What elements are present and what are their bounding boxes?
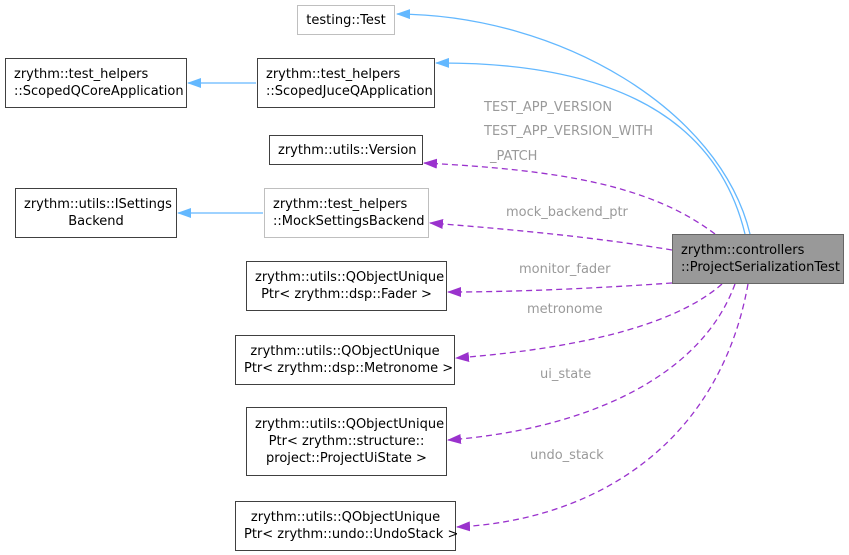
node-project-serialization-test[interactable]: zrythm::controllers ::ProjectSerializati… — [672, 234, 844, 284]
node-isettings-line-2: Backend — [68, 214, 124, 229]
edge-version — [423, 158, 716, 235]
edge-undo-stack — [456, 283, 749, 532]
node-scoped-qcore-line-2: ::ScopedQCoreApplication — [14, 84, 184, 99]
edge-psT-to-scoped-juce — [435, 57, 746, 235]
node-metronome-ptr[interactable]: zrythm::utils::QObjectUnique Ptr< zrythm… — [235, 335, 455, 385]
node-scoped-qcore-line-1: zrythm::test_helpers — [14, 67, 149, 82]
node-isettings-backend[interactable]: zrythm::utils::ISettings Backend — [15, 188, 177, 238]
node-scoped-juce-line-1: zrythm::test_helpers — [266, 67, 401, 82]
node-fader-line-2: Ptr< zrythm::dsp::Fader > — [261, 287, 432, 302]
node-mock-settings-line-2: ::MockSettingsBackend — [273, 214, 425, 229]
edge-mock-backend-ptr — [429, 219, 673, 251]
node-undo-stack-line-2: Ptr< zrythm::undo::UndoStack > — [244, 527, 459, 542]
edge-label-test-app-version-3: _PATCH — [490, 149, 538, 164]
edge-label-undo-stack: undo_stack — [530, 448, 604, 463]
node-ui-state-line-2: Ptr< zrythm::structure:: — [268, 434, 425, 449]
node-undo-stack-line-1: zrythm::utils::QObjectUnique — [250, 510, 441, 525]
edge-label-test-app-version-1: TEST_APP_VERSION — [484, 100, 613, 115]
node-psT-line-2: ::ProjectSerializationTest — [681, 260, 840, 275]
node-testing-test[interactable]: testing::Test — [297, 5, 395, 35]
node-version-line-1: zrythm::utils::Version — [278, 142, 417, 158]
edge-label-test-app-version-2: TEST_APP_VERSION_WITH — [484, 124, 654, 139]
node-scoped-qcore-application[interactable]: zrythm::test_helpers ::ScopedQCoreApplic… — [5, 58, 187, 108]
node-ui-state-line-1: zrythm::utils::QObjectUnique — [255, 417, 445, 432]
node-fader-line-1: zrythm::utils::QObjectUnique — [255, 270, 445, 285]
node-utils-version[interactable]: zrythm::utils::Version — [269, 135, 423, 165]
edge-ui-state — [447, 283, 736, 444]
edge-metronome — [455, 283, 723, 362]
node-mock-settings-line-1: zrythm::test_helpers — [273, 197, 408, 212]
edge-label-ui-state: ui_state — [540, 367, 592, 382]
node-psT-line-1: zrythm::controllers — [681, 243, 805, 258]
edge-monitor-fader — [447, 282, 673, 297]
node-metronome-line-1: zrythm::utils::QObjectUnique — [250, 344, 440, 359]
node-fader-ptr[interactable]: zrythm::utils::QObjectUnique Ptr< zrythm… — [246, 261, 447, 311]
node-ui-state-line-3: project::ProjectUiState > — [266, 451, 427, 466]
node-metronome-line-2: Ptr< zrythm::dsp::Metronome > — [244, 361, 454, 376]
node-scoped-juce-qapplication[interactable]: zrythm::test_helpers ::ScopedJuceQApplic… — [257, 58, 435, 108]
node-mock-settings-backend[interactable]: zrythm::test_helpers ::MockSettingsBacke… — [264, 188, 429, 238]
node-isettings-line-1: zrythm::utils::ISettings — [24, 197, 172, 212]
node-scoped-juce-line-2: ::ScopedJuceQApplication — [266, 84, 433, 99]
node-ui-state-ptr[interactable]: zrythm::utils::QObjectUnique Ptr< zrythm… — [246, 407, 447, 476]
node-testing-test-line-1: testing::Test — [306, 12, 386, 28]
edge-label-metronome: metronome — [527, 302, 603, 317]
edge-label-mock-backend-ptr: mock_backend_ptr — [506, 205, 628, 220]
edge-psT-to-testing-test — [396, 9, 751, 235]
node-undo-stack-ptr[interactable]: zrythm::utils::QObjectUnique Ptr< zrythm… — [235, 501, 459, 551]
edge-label-monitor-fader: monitor_fader — [519, 262, 611, 277]
